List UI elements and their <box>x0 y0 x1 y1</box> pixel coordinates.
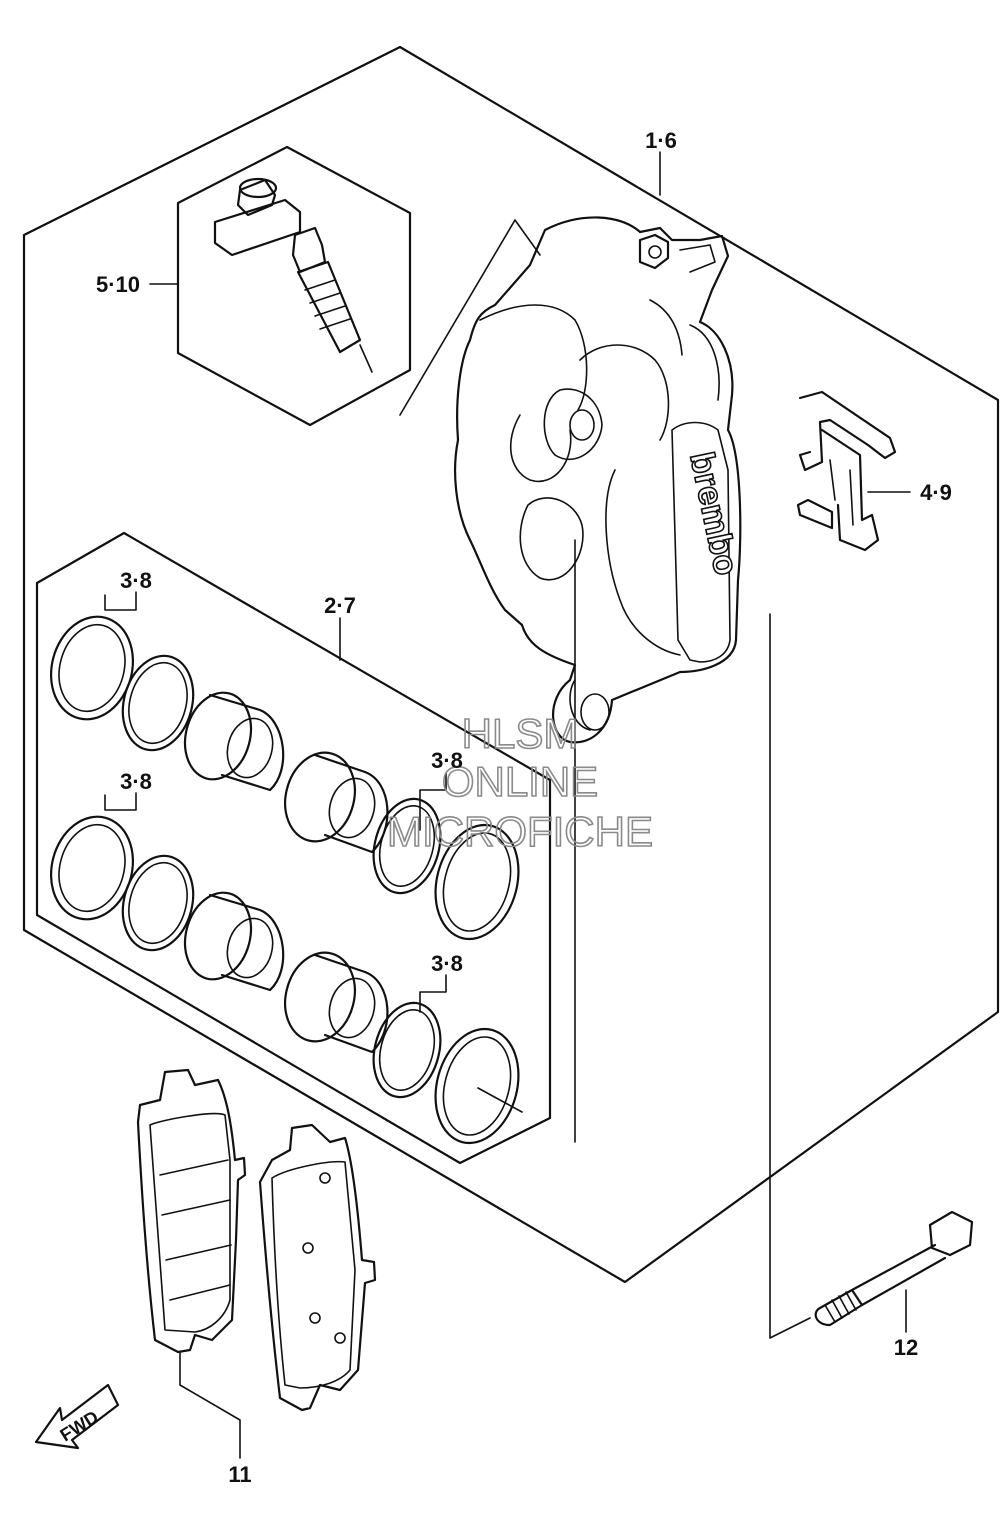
caliper-assembly-outline <box>22 45 1000 1284</box>
caliper-brand-text: brembo <box>682 449 745 579</box>
brake-pad-right <box>258 1123 377 1412</box>
bleeder-set-outline <box>176 145 412 427</box>
bolt-guide-line <box>769 613 811 1339</box>
brand-panel <box>671 421 731 663</box>
leader-seal-mid-right <box>419 772 447 831</box>
caliper-bolt <box>814 1210 974 1327</box>
piston-upper-left <box>183 691 285 792</box>
seal-bottom-right-inner <box>372 1001 442 1099</box>
piston-set-outline <box>35 531 552 1165</box>
fwd-arrow-icon: FWD <box>34 1383 120 1450</box>
callout-seal-top-left: 3·8 <box>120 568 152 593</box>
watermark: HLSM ONLINE MICROFICHE <box>386 709 654 856</box>
callout-bleeder: 5·10 <box>96 272 140 297</box>
bleeder-cap <box>213 177 302 257</box>
caliper-guide-line <box>399 219 541 416</box>
piston-upper-right <box>284 751 389 854</box>
leader-seal-bottom-right <box>419 974 447 1013</box>
leader-seal-top-left <box>104 591 137 611</box>
seal-bottom-right-outer <box>434 1027 523 1145</box>
callout-seal-mid-right: 3·8 <box>431 748 463 773</box>
callout-piston-set: 2·7 <box>324 593 356 618</box>
bleeder-screw <box>291 226 373 373</box>
seal-mid-right-outer <box>434 823 520 941</box>
leader-pad-set <box>179 1351 241 1459</box>
caliper-body <box>454 216 742 744</box>
callout-pad-set: 11 <box>228 1462 251 1487</box>
svg-text:FWD: FWD <box>57 1407 102 1446</box>
callout-seal-bottom-right: 3·8 <box>431 951 463 976</box>
seal-mid-right-inner <box>372 797 442 895</box>
callout-caliper: 1·6 <box>645 128 677 153</box>
seal-top-left-inner <box>121 654 195 752</box>
watermark-line2: ONLINE <box>442 758 598 805</box>
leader-seal-mid-left <box>104 792 137 811</box>
seal-mid-left-inner <box>121 854 195 952</box>
callout-seal-mid-left: 3·8 <box>120 769 152 794</box>
piston-lower-right <box>284 951 389 1054</box>
pad-spring <box>796 390 897 552</box>
watermark-line3: MICROFICHE <box>387 808 653 855</box>
callout-bolt: 12 <box>894 1335 918 1360</box>
brake-pad-left <box>136 1068 247 1354</box>
piston-lower-left <box>183 891 285 992</box>
callout-spring: 4·9 <box>920 480 952 505</box>
watermark-line1: HLSM <box>462 710 579 757</box>
